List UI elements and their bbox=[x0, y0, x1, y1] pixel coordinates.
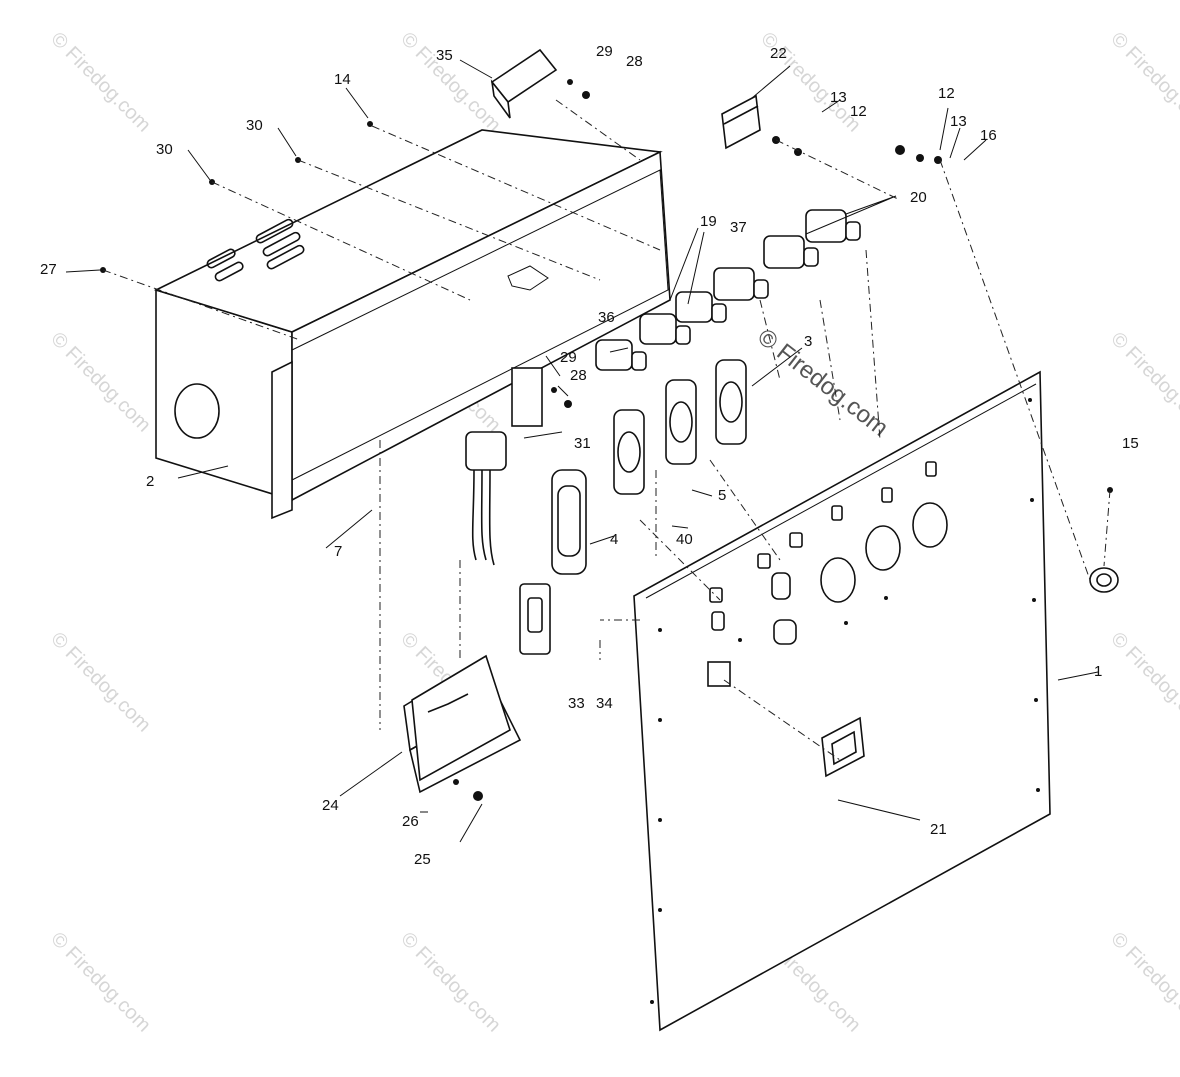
callout-35: 35 bbox=[436, 47, 453, 64]
watermark-text: © Firedog.com bbox=[46, 328, 155, 437]
watermark-text: © Firedog.com bbox=[46, 628, 155, 737]
callout-30: 30 bbox=[156, 141, 173, 158]
callout-14: 14 bbox=[334, 71, 351, 88]
callout-29: 29 bbox=[596, 43, 613, 60]
watermark-text: © Firedog.com bbox=[1106, 328, 1180, 437]
callout-20: 20 bbox=[910, 189, 927, 206]
watermark-text: © Firedog.com bbox=[1106, 628, 1180, 737]
watermark-text: © Firedog.com bbox=[396, 928, 505, 1037]
callout-3: 3 bbox=[804, 333, 812, 350]
watermark-text: © Firedog.com bbox=[46, 928, 155, 1037]
callout-34: 34 bbox=[596, 695, 613, 712]
callout-21: 21 bbox=[930, 821, 947, 838]
callout-26: 26 bbox=[402, 813, 419, 830]
callout-22: 22 bbox=[770, 45, 787, 62]
callout-1: 1 bbox=[1094, 663, 1102, 680]
callout-37: 37 bbox=[730, 219, 747, 236]
outlets-and-breakers bbox=[403, 48, 1119, 794]
callout-2: 2 bbox=[146, 473, 154, 490]
callout-12: 12 bbox=[850, 103, 867, 120]
callout-30: 30 bbox=[246, 117, 263, 134]
callout-40: 40 bbox=[676, 531, 693, 548]
callout-29: 29 bbox=[560, 349, 577, 366]
watermark-center: © Firedog.com bbox=[752, 323, 893, 441]
callout-4: 4 bbox=[610, 531, 618, 548]
watermark-text: © Firedog.com bbox=[1106, 28, 1180, 137]
callout-16: 16 bbox=[980, 127, 997, 144]
callout-13: 13 bbox=[830, 89, 847, 106]
front-panel bbox=[633, 370, 1051, 1032]
callout-28: 28 bbox=[626, 53, 643, 70]
watermark-text: © Firedog.com bbox=[396, 28, 505, 137]
callout-5: 5 bbox=[718, 487, 726, 504]
callout-19: 19 bbox=[700, 213, 717, 230]
watermark-text: © Firedog.com bbox=[1106, 928, 1180, 1037]
callout-31: 31 bbox=[574, 435, 591, 452]
watermark-text: © Firedog.com bbox=[46, 28, 155, 137]
callout-13: 13 bbox=[950, 113, 967, 130]
callout-25: 25 bbox=[414, 851, 431, 868]
callout-36: 36 bbox=[598, 309, 615, 326]
callout-layer: 1234571212131314151619202122242526272828… bbox=[40, 43, 1139, 868]
callout-15: 15 bbox=[1122, 435, 1139, 452]
callout-12: 12 bbox=[938, 85, 955, 102]
callout-7: 7 bbox=[334, 543, 342, 560]
leader-lines bbox=[65, 59, 1111, 843]
callout-24: 24 bbox=[322, 797, 339, 814]
housing-box bbox=[153, 129, 671, 520]
callout-33: 33 bbox=[568, 695, 585, 712]
callout-27: 27 bbox=[40, 261, 57, 278]
callout-28: 28 bbox=[570, 367, 587, 384]
